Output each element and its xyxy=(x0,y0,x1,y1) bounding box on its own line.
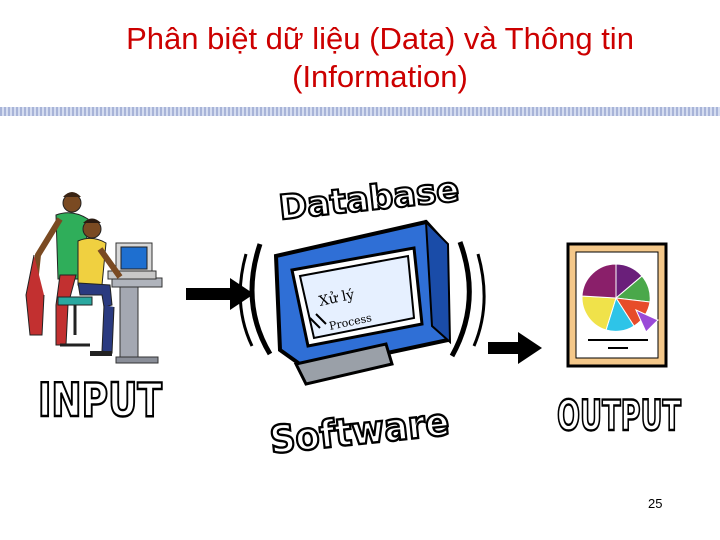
software-label-graphic: Software xyxy=(266,399,452,462)
software-label: Software xyxy=(268,400,452,462)
slide-title: Phân biệt dữ liệu (Data) và Thông tin (I… xyxy=(40,20,720,96)
title-line-1: Phân biệt dữ liệu (Data) và Thông tin xyxy=(126,21,634,56)
output-label-graphic: OUTPUT xyxy=(556,390,683,440)
input-label-graphic: INPUT xyxy=(37,372,164,426)
arrow-input-to-database xyxy=(186,278,254,310)
output-pie-chart-board xyxy=(566,242,668,368)
page-number: 25 xyxy=(648,496,663,511)
arrow-database-to-output xyxy=(488,332,542,364)
database-monitor-illustration: Xử lý Process xyxy=(238,219,486,386)
input-label: INPUT xyxy=(38,373,162,426)
pie-chart-icon xyxy=(581,263,659,333)
database-label-graphic: Database xyxy=(276,169,462,228)
people-at-computer-illustration xyxy=(25,192,163,364)
output-label: OUTPUT xyxy=(557,391,681,440)
title-divider xyxy=(0,107,720,116)
title-line-2: (Information) xyxy=(292,59,468,94)
